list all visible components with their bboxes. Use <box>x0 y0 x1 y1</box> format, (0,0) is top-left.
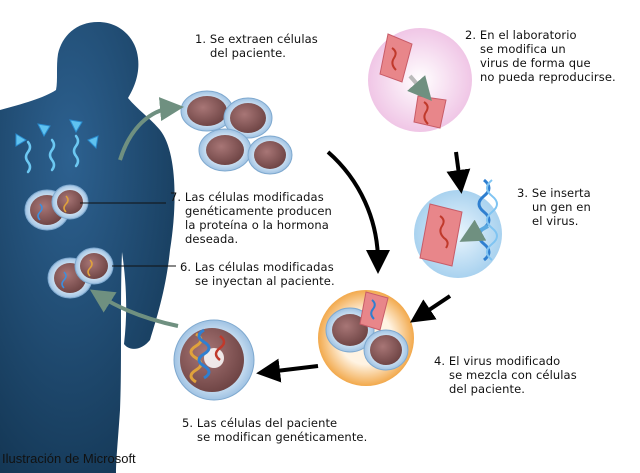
virus-cell-mix-halo <box>318 290 414 386</box>
step-6-label: 6. Las células modificadas se inyectan a… <box>180 260 335 288</box>
step-4-label: 4. El virus modificado se mezcla con cél… <box>434 354 577 396</box>
process-arrows <box>256 150 471 383</box>
virus-modification-halo <box>368 28 472 132</box>
return-arrows <box>89 97 184 328</box>
step-3-label: 3. Se inserta un gen en el virus. <box>517 186 591 228</box>
extracted-cells <box>180 90 293 175</box>
hormone-waves <box>24 134 80 174</box>
step-2-label: 2. En el laboratorio se modifica un viru… <box>465 28 616 84</box>
step-7-label: 7. Las células modificadas genéticamente… <box>170 190 332 246</box>
hormone-molecules <box>15 119 99 150</box>
leader-lines <box>80 202 176 267</box>
body-cells-upper <box>24 184 89 231</box>
image-credit: Ilustración de Microsoft <box>2 451 136 466</box>
step-1-label: 1. Se extraen células del paciente. <box>195 32 318 60</box>
gene-insertion-halo <box>414 178 502 278</box>
human-body-silhouette <box>0 22 175 473</box>
step-5-label: 5. Las células del paciente se modifican… <box>182 416 368 444</box>
modified-cell <box>173 319 255 401</box>
body-cells-lower <box>47 247 114 299</box>
